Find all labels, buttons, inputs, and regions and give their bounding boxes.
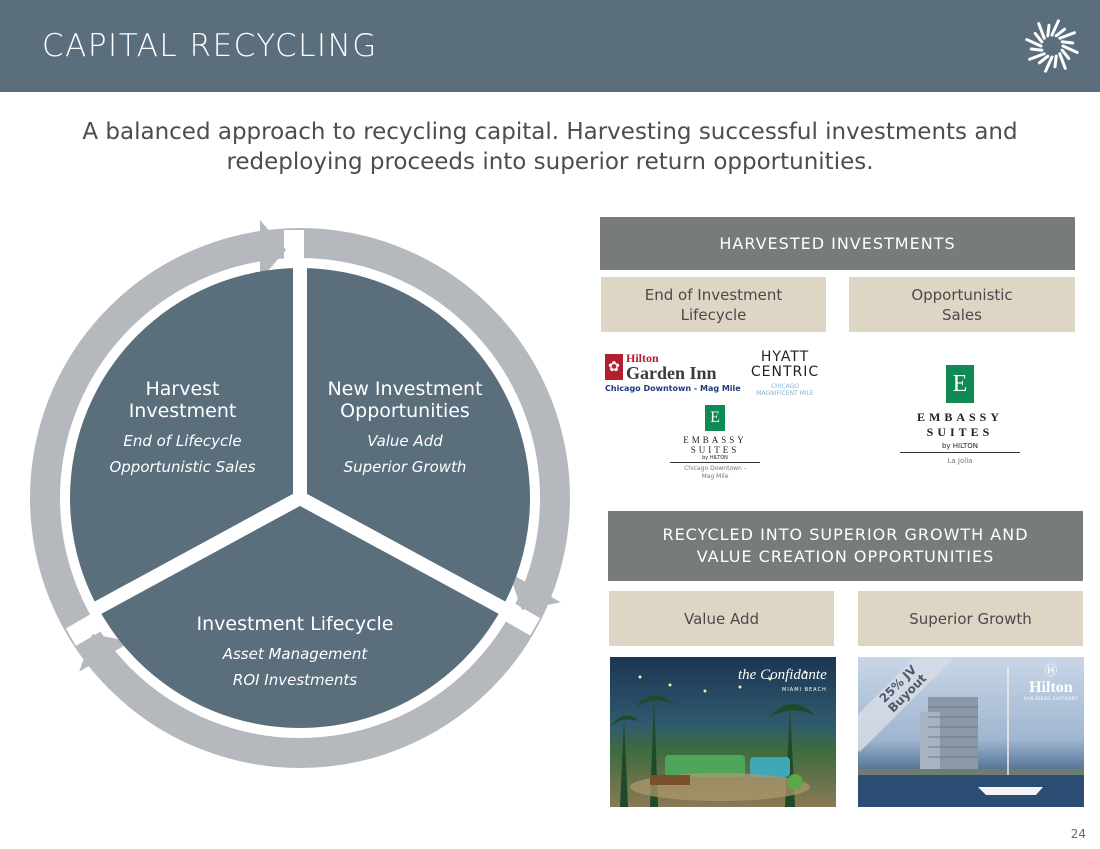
logo-ray [1028, 52, 1046, 61]
recycled-heading: RECYCLED INTO SUPERIOR GROWTH AND VALUE … [608, 511, 1083, 581]
embassy-suites-la-jolla-logo: E EMBASSY SUITES by HILTON La Jolla [900, 365, 1020, 465]
harvested-heading: HARVESTED INVESTMENTS [600, 217, 1075, 270]
segment-lifecycle: Investment Lifecycle Asset Management RO… [196, 613, 394, 689]
logo-ray [1044, 55, 1054, 73]
segment-harvest: Harvest Investment End of Lifecycle Oppo… [109, 378, 256, 476]
header-bar: CAPITAL RECYCLING [0, 0, 1100, 92]
hyatt-centric-logo: HYATT CENTRIC CHICAGO MAGNIFICENT MILE [750, 349, 820, 398]
hilton-san-diego-photo: 25% JV Buyout Ⓗ Hilton SAN DIEGO BAYFRON… [858, 657, 1084, 807]
hilton-h-icon: Ⓗ [1044, 664, 1058, 679]
logo-ray [1060, 48, 1071, 61]
embassy-e-icon: E [705, 405, 725, 431]
hilton-brand-mark: Ⓗ Hilton SAN DIEGO BAYFRONT [1023, 664, 1078, 702]
page-number: 24 [1070, 827, 1086, 841]
logo-ray [1037, 22, 1046, 40]
flower-icon: ✿ [605, 354, 623, 380]
harbor-scene-graphic [858, 667, 1084, 807]
opportunistic-sales-box: Opportunistic Sales [849, 277, 1075, 332]
logo-ray [1029, 47, 1044, 52]
logo-ray [1058, 52, 1067, 70]
hilton-garden-inn-logo: ✿ Hilton Garden Inn Chicago Downtown - M… [605, 351, 741, 393]
superior-growth-box: Superior Growth [858, 591, 1083, 646]
investment-cycle-diagram: Harvest Investment End of Lifecycle Oppo… [20, 220, 580, 780]
logo-ray [1037, 54, 1050, 65]
arrow-head-right [508, 572, 561, 610]
arrow-head-top [260, 220, 286, 280]
logo-ray [1061, 44, 1079, 54]
logo-ray [1033, 31, 1044, 44]
logo-ray [1060, 40, 1075, 45]
page-title: CAPITAL RECYCLING [42, 28, 378, 64]
end-of-lifecycle-box: End of Investment Lifecycle [601, 277, 826, 332]
arrow-head-left [79, 634, 132, 672]
patio-scene-graphic [610, 670, 815, 807]
logo-ray [1046, 23, 1051, 38]
logo-ray [1058, 31, 1076, 40]
logo-ray [1053, 54, 1058, 69]
confidante-photo: the Confidante MIAMI BEACH [610, 657, 836, 807]
logo-ray [1050, 19, 1060, 37]
value-add-box: Value Add [609, 591, 834, 646]
embassy-suites-chicago-logo: E EMBASSY SUITES by HILTON Chicago Downt… [670, 405, 760, 481]
logo-ray [1025, 38, 1043, 48]
segment-new-investment: New Investment Opportunities Value Add S… [327, 378, 483, 476]
logo-ray [1054, 27, 1067, 38]
embassy-e-icon: E [946, 365, 974, 403]
page-subtitle: A balanced approach to recycling capital… [82, 119, 1018, 175]
company-logo-icon [1025, 19, 1079, 73]
cycle-graphic [30, 220, 570, 768]
